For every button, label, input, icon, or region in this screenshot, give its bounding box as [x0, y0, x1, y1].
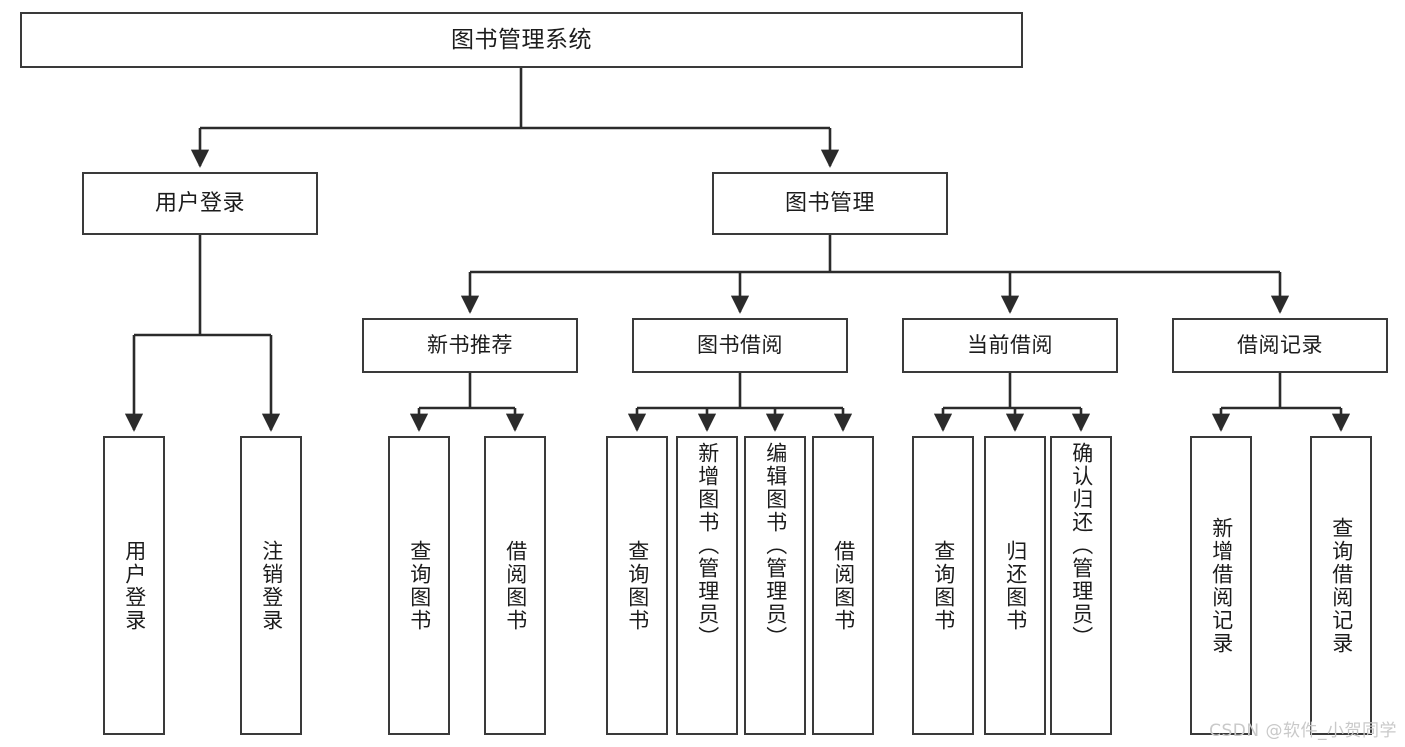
leaf-query-borrow-record[interactable]: 查询借阅记录: [1310, 436, 1372, 735]
leaf-borrow-book-recommend[interactable]: 借阅图书: [484, 436, 546, 735]
leaf-add-borrow-record-label: 新增借阅记录: [1209, 516, 1234, 655]
leaf-edit-book-admin[interactable]: 编辑图书（管理员）: [744, 436, 806, 735]
leaf-query-borrow-record-label: 查询借阅记录: [1329, 516, 1354, 655]
leaf-logout[interactable]: 注销登录: [240, 436, 302, 735]
node-user-login[interactable]: 用户登录: [82, 172, 318, 235]
node-book-management[interactable]: 图书管理: [712, 172, 948, 235]
leaf-query-book-current[interactable]: 查询图书: [912, 436, 974, 735]
leaf-confirm-return-admin-label: 确认归还（管理员）: [1069, 442, 1094, 649]
leaf-query-book-current-label: 查询图书: [931, 539, 956, 632]
leaf-borrow-book-recommend-label: 借阅图书: [503, 539, 528, 632]
leaf-add-book-admin-label: 新增图书（管理员）: [695, 442, 720, 649]
node-borrow-record-label: 借阅记录: [1237, 333, 1323, 358]
node-root-label: 图书管理系统: [451, 26, 592, 53]
leaf-edit-book-admin-label: 编辑图书（管理员）: [763, 442, 788, 649]
leaf-return-book-label: 归还图书: [1003, 539, 1028, 632]
leaf-query-book-recommend-label: 查询图书: [407, 539, 432, 632]
node-new-book-recommend[interactable]: 新书推荐: [362, 318, 578, 373]
node-current-borrow[interactable]: 当前借阅: [902, 318, 1118, 373]
leaf-user-login[interactable]: 用户登录: [103, 436, 165, 735]
node-root[interactable]: 图书管理系统: [20, 12, 1023, 68]
node-user-login-label: 用户登录: [154, 190, 245, 216]
node-current-borrow-label: 当前借阅: [967, 333, 1053, 358]
leaf-user-login-label: 用户登录: [122, 539, 147, 632]
node-book-borrow-label: 图书借阅: [697, 333, 783, 358]
leaf-borrow-book-label: 借阅图书: [831, 539, 856, 632]
leaf-borrow-book[interactable]: 借阅图书: [812, 436, 874, 735]
leaf-query-book-borrow[interactable]: 查询图书: [606, 436, 668, 735]
watermark: CSDN @软件_小贺同学: [1209, 721, 1397, 741]
node-new-book-recommend-label: 新书推荐: [427, 333, 513, 358]
leaf-query-book-recommend[interactable]: 查询图书: [388, 436, 450, 735]
node-borrow-record[interactable]: 借阅记录: [1172, 318, 1388, 373]
leaf-add-book-admin[interactable]: 新增图书（管理员）: [676, 436, 738, 735]
leaf-return-book[interactable]: 归还图书: [984, 436, 1046, 735]
leaf-logout-label: 注销登录: [259, 539, 284, 632]
leaf-query-book-borrow-label: 查询图书: [625, 539, 650, 632]
node-book-management-label: 图书管理: [784, 190, 875, 216]
leaf-add-borrow-record[interactable]: 新增借阅记录: [1190, 436, 1252, 735]
node-book-borrow[interactable]: 图书借阅: [632, 318, 848, 373]
leaf-confirm-return-admin[interactable]: 确认归还（管理员）: [1050, 436, 1112, 735]
